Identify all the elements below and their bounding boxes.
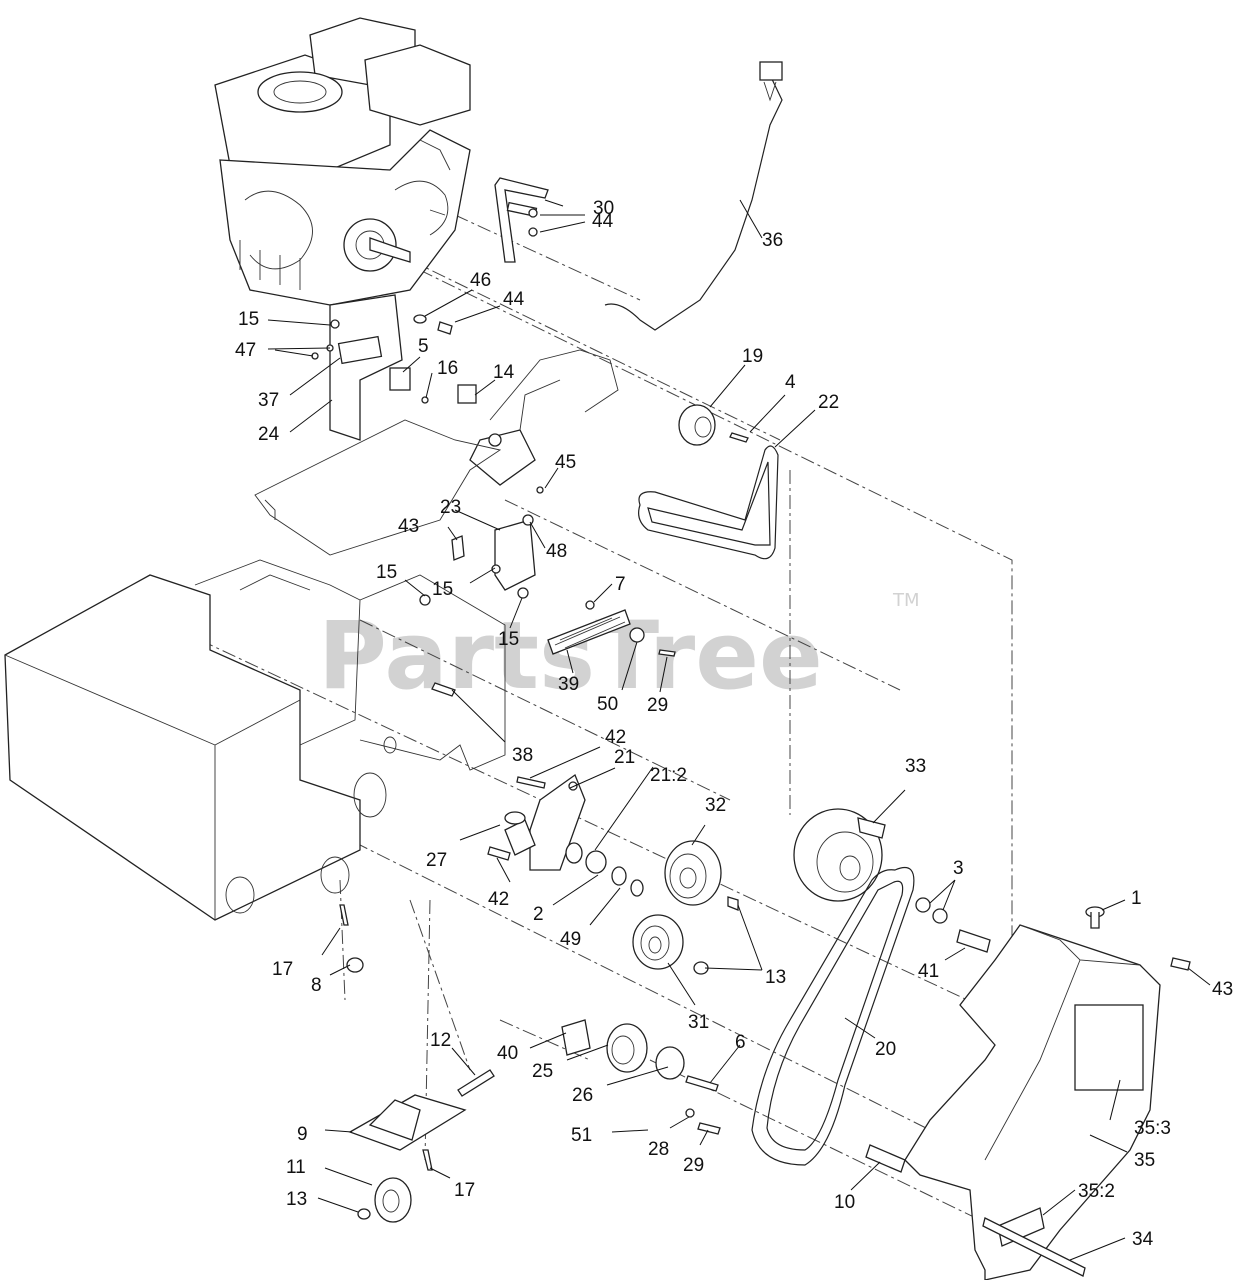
- callout-32: 32: [705, 795, 726, 816]
- bushing-washers: [565, 842, 644, 897]
- callout-3: 3: [953, 858, 964, 879]
- callout-40: 40: [497, 1043, 518, 1064]
- callout-22: 22: [818, 392, 839, 413]
- callout-42-low: 42: [488, 889, 509, 910]
- callout-16: 16: [437, 358, 458, 379]
- callout-43-right: 43: [1212, 979, 1233, 1000]
- callout-17-top: 17: [272, 959, 293, 980]
- callout-2: 2: [533, 904, 544, 925]
- callout-17-low: 17: [454, 1180, 475, 1201]
- callout-21: 21: [614, 747, 635, 768]
- callout-23: 23: [440, 497, 461, 518]
- callout-33: 33: [905, 756, 926, 777]
- callout-47: 47: [235, 340, 256, 361]
- belt-22: [638, 445, 779, 560]
- cable-wire-harness: [604, 61, 783, 331]
- callout-38: 38: [512, 745, 533, 766]
- leader-lines: [267, 199, 1211, 1261]
- callout-41: 41: [918, 961, 939, 982]
- tensioner-bracket-9: [348, 1069, 495, 1171]
- callout-11: 11: [286, 1157, 306, 1178]
- callout-35-2: 35:2: [1078, 1181, 1115, 1202]
- watermark-text: PartsTree: [318, 602, 823, 711]
- callout-21-2: 21:2: [650, 765, 687, 786]
- callout-37: 37: [258, 390, 279, 411]
- callout-39: 39: [558, 674, 579, 695]
- callout-43-top: 43: [398, 516, 419, 537]
- callout-42-top: 42: [605, 727, 626, 748]
- callout-12: 12: [430, 1030, 451, 1051]
- callout-19: 19: [742, 346, 763, 367]
- callout-34: 34: [1132, 1229, 1154, 1250]
- callout-14: 14: [493, 362, 515, 383]
- callout-48: 48: [546, 541, 567, 562]
- callout-25: 25: [532, 1061, 553, 1082]
- lower-pulley-11: [357, 1177, 412, 1223]
- belt-guard-cover-35: [904, 906, 1191, 1280]
- callout-13-low: 13: [286, 1189, 307, 1210]
- callout-29-low: 29: [683, 1155, 704, 1176]
- callout-1: 1: [1131, 888, 1142, 909]
- idler-pulley-19: [678, 404, 749, 446]
- watermark-trademark: TM: [892, 590, 920, 611]
- handle-bracket-part: [494, 177, 549, 263]
- callout-9: 9: [297, 1124, 308, 1145]
- callout-6: 6: [735, 1032, 746, 1053]
- spring-assembly: [547, 600, 676, 657]
- callout-15-top: 15: [238, 309, 259, 330]
- washers-bolt-3-41: [915, 897, 991, 953]
- frame-lower-box: [4, 559, 506, 921]
- callout-27: 27: [426, 850, 447, 871]
- callout-28: 28: [648, 1139, 669, 1160]
- callout-51: 51: [571, 1125, 592, 1146]
- mounting-bracket-plate: [311, 294, 403, 441]
- drive-hub-stack: [561, 1019, 721, 1135]
- screw-spacer-17-8: [339, 904, 364, 973]
- callout-10: 10: [834, 1192, 855, 1213]
- pulley-31: [632, 914, 709, 975]
- callout-49: 49: [560, 929, 581, 950]
- bolt-34: [982, 1217, 1086, 1277]
- pulley-32: [664, 840, 739, 911]
- callout-26: 26: [572, 1085, 593, 1106]
- callout-20: 20: [875, 1039, 896, 1060]
- electric-clutch-33: [793, 808, 886, 902]
- callout-29-spring: 29: [647, 695, 668, 716]
- callout-46: 46: [470, 270, 491, 291]
- callout-44-washer: 44: [503, 289, 525, 310]
- callout-13-mid: 13: [765, 967, 786, 988]
- frame-upper-plate: [254, 419, 502, 556]
- callout-45: 45: [555, 452, 576, 473]
- callout-36: 36: [762, 230, 783, 251]
- callout-4: 4: [785, 372, 796, 393]
- callout-15-left: 15: [376, 562, 397, 583]
- engine-assembly: [214, 17, 471, 306]
- callout-31: 31: [688, 1012, 709, 1033]
- belt-20: [751, 866, 915, 1166]
- sleeve-10: [865, 1144, 906, 1173]
- callout-44-handle: 44: [592, 211, 614, 232]
- washer-bolt-46-44: [413, 314, 453, 335]
- switch-part-5: [389, 367, 429, 404]
- callout-35: 35: [1134, 1150, 1155, 1171]
- callout-15-mid: 15: [432, 579, 453, 600]
- callout-labels: 30 44 36 46 44 15 47 5 16 14 37 24 19 4 …: [235, 198, 1233, 1250]
- callout-24: 24: [258, 424, 280, 445]
- callout-8: 8: [311, 975, 322, 996]
- callout-7: 7: [615, 574, 626, 595]
- callout-15-low: 15: [498, 629, 519, 650]
- pin-38: [431, 682, 456, 697]
- pivot-bracket-21: [487, 773, 586, 871]
- callout-50: 50: [597, 694, 618, 715]
- callout-5: 5: [418, 336, 429, 357]
- callout-35-3: 35:3: [1134, 1118, 1171, 1139]
- callout-30: 30: [593, 198, 614, 219]
- wiring-module-14: [457, 349, 619, 494]
